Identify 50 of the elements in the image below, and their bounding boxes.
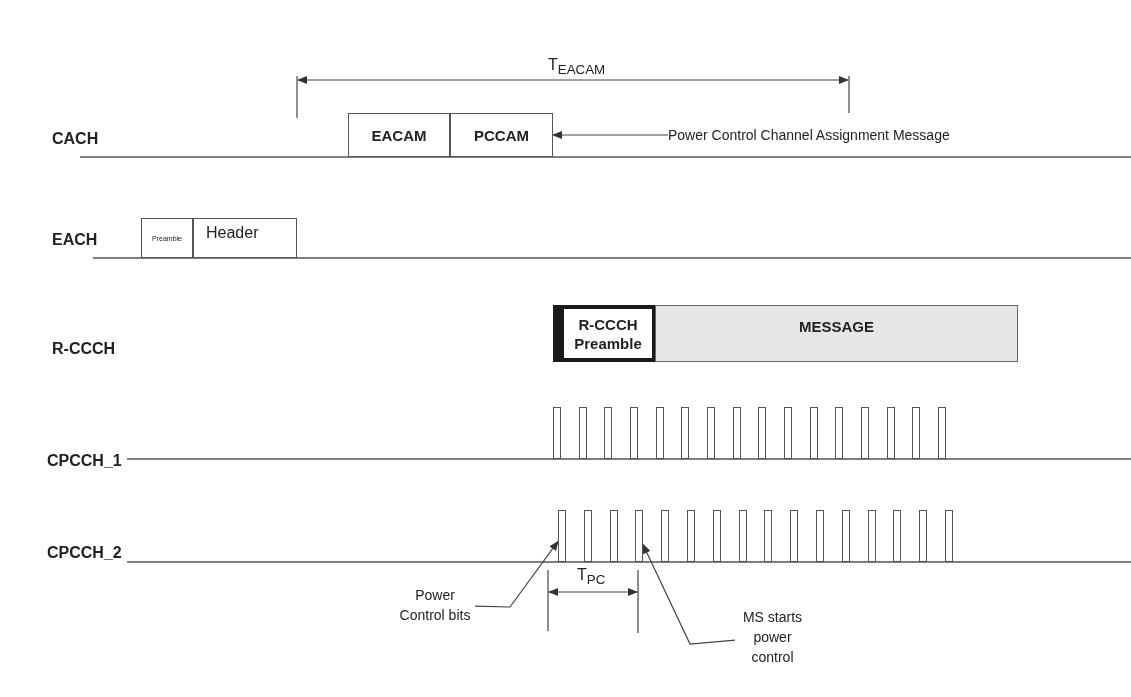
- power-control-pulse: [919, 510, 927, 562]
- message-segment: PCCAM: [450, 113, 553, 157]
- power-control-pulse: [733, 407, 741, 459]
- power-control-pulse: [861, 407, 869, 459]
- power-control-pulse: [790, 510, 798, 562]
- message-segment: EACAM: [348, 113, 450, 157]
- power-control-pulse: [707, 407, 715, 459]
- power-control-pulse: [553, 407, 561, 459]
- power-control-pulse: [912, 407, 920, 459]
- power-control-pulse: [887, 407, 895, 459]
- channel-label: CACH: [52, 130, 99, 148]
- power-control-pulse: [661, 510, 669, 562]
- power-control-pulse: [713, 510, 721, 562]
- power-control-pulse: [656, 407, 664, 459]
- power-control-pulse: [810, 407, 818, 459]
- duration-label: T$_{EACAM}$: [548, 56, 606, 78]
- message-segment: Header: [193, 218, 297, 258]
- power-control-pulse: [630, 407, 638, 459]
- power-control-pulse: [893, 510, 901, 562]
- power-control-pulse: [835, 407, 843, 459]
- channel-label: CPCCH_2: [47, 544, 122, 562]
- duration-label: T$_{PC}$: [577, 566, 606, 588]
- power-control-pulse: [938, 407, 946, 459]
- power-control-pulse: [681, 407, 689, 459]
- power-control-pulse: [604, 407, 612, 459]
- power-control-pulse: [739, 510, 747, 562]
- power-control-pulse: [610, 510, 618, 562]
- annotation-text: Power Control bits: [395, 582, 475, 628]
- power-control-pulse: [945, 510, 953, 562]
- power-control-pulse: [584, 510, 592, 562]
- channel-label: CPCCH_1: [47, 452, 122, 470]
- annotation-text: MS starts power control: [735, 604, 810, 670]
- power-control-pulse: [558, 510, 566, 562]
- power-control-pulse: [842, 510, 850, 562]
- power-control-pulse: [758, 407, 766, 459]
- channel-label: EACH: [52, 231, 98, 249]
- message-segment: MESSAGE: [655, 305, 1018, 362]
- power-control-pulse: [687, 510, 695, 562]
- channel-label: R-CCCH: [52, 340, 116, 358]
- power-control-pulse: [635, 510, 643, 562]
- preamble-segment: R-CCCH Preamble: [553, 305, 656, 362]
- leader-line: [474, 540, 559, 608]
- leader-line: [552, 131, 669, 139]
- power-control-pulse: [579, 407, 587, 459]
- power-control-pulse: [816, 510, 824, 562]
- leader-line: [642, 543, 736, 645]
- power-control-pulse: [784, 407, 792, 459]
- annotation-text: Power Control Channel Assignment Message: [668, 124, 1018, 146]
- power-control-pulse: [868, 510, 876, 562]
- power-control-pulse: [764, 510, 772, 562]
